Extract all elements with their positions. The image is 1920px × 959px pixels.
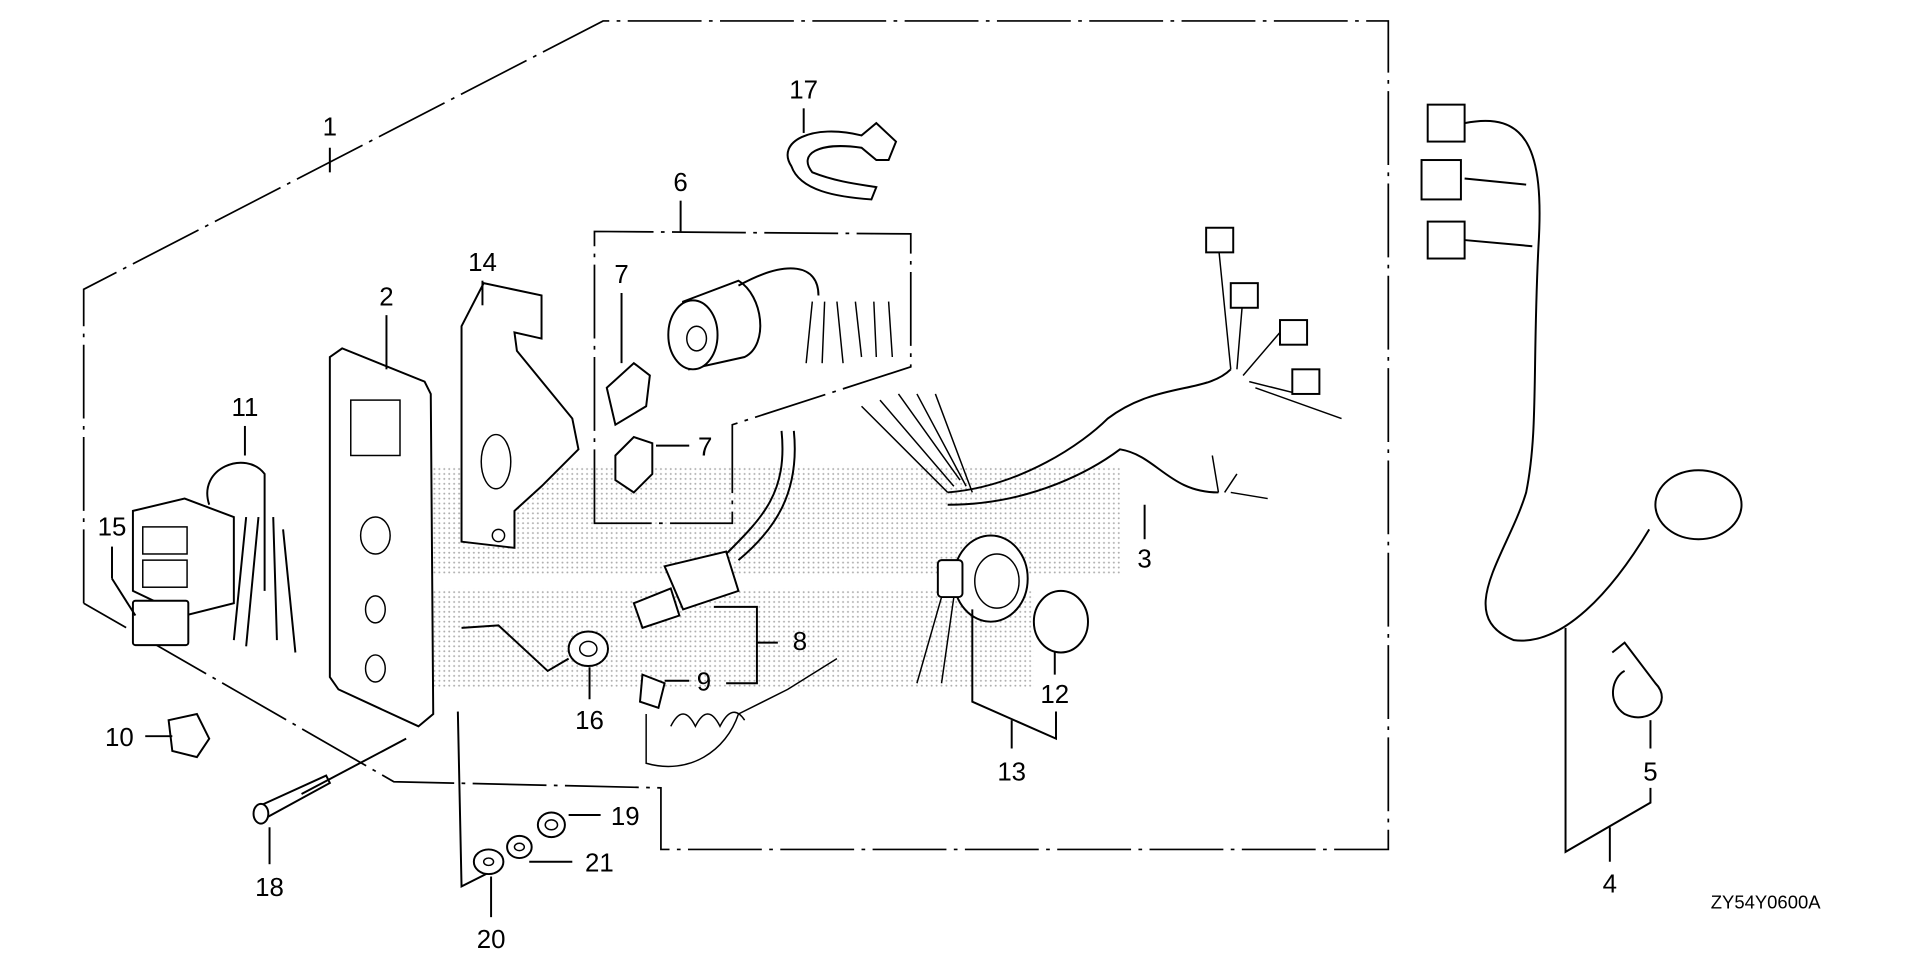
- callout-18: 18: [255, 874, 284, 902]
- callout-11: 11: [232, 394, 259, 422]
- callout-4: 4: [1603, 871, 1617, 899]
- callout-5: 5: [1643, 758, 1657, 786]
- callout-8: 8: [793, 628, 807, 656]
- wire-harness-drawing: [861, 226, 1342, 540]
- callout-12: 12: [1040, 681, 1069, 709]
- buzzer-drawing: [916, 534, 1089, 749]
- ignition-switch-drawing: [605, 267, 894, 494]
- clip-drawing: [145, 712, 211, 759]
- trim-switch-drawing: [111, 425, 297, 653]
- washers-nut-drawing: [456, 711, 601, 918]
- bracket-drawing: [460, 280, 580, 549]
- callout-15: 15: [98, 514, 127, 542]
- callout-16: 16: [575, 707, 604, 735]
- screw-drawing: [252, 737, 407, 865]
- panel-plate-drawing: [328, 315, 435, 728]
- ignition-set-outline: [593, 230, 912, 525]
- callout-6: 6: [673, 169, 687, 197]
- assembly-1-outline: [82, 20, 1390, 851]
- callout-7b: 7: [698, 433, 712, 461]
- callout-13: 13: [997, 758, 1026, 786]
- nut-drawing: [461, 624, 609, 700]
- callout-7a: 7: [614, 261, 628, 289]
- callout-20: 20: [477, 926, 506, 954]
- stop-switch-drawing: [632, 430, 838, 768]
- callout-9: 9: [697, 669, 711, 697]
- callout-14: 14: [468, 249, 497, 277]
- callout-17: 17: [789, 76, 818, 104]
- callout-labels: 1 2 3 4 5 6 7 7 8 9 10 11 12 13 14 15 16…: [98, 76, 1822, 953]
- extension-harness-drawing: [1420, 103, 1743, 862]
- callout-19: 19: [611, 803, 640, 831]
- drawing-code: ZY54Y0600A: [1711, 892, 1821, 913]
- cable-band-drawing: [786, 108, 898, 201]
- callout-21: 21: [585, 850, 614, 878]
- callout-1: 1: [323, 113, 337, 141]
- callout-3: 3: [1137, 546, 1151, 574]
- callout-10: 10: [105, 724, 134, 752]
- callout-2: 2: [379, 283, 393, 311]
